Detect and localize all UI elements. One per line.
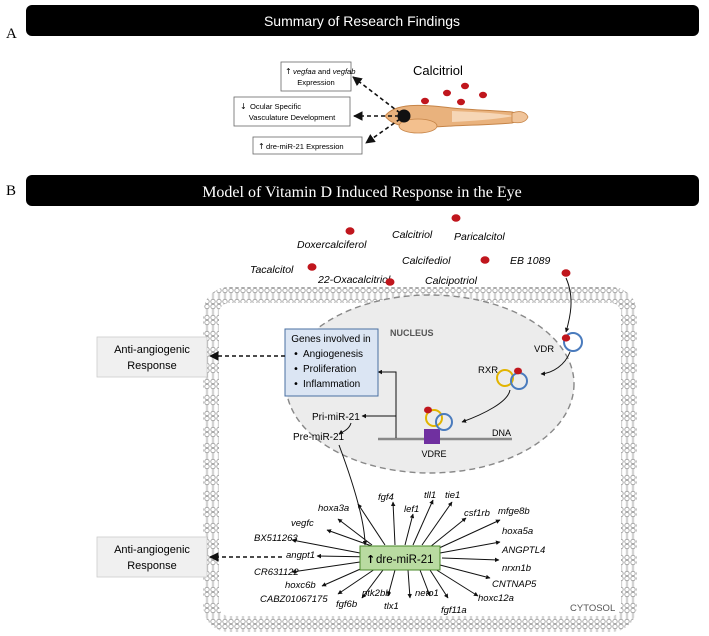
target-nrxn1b: nrxn1b	[502, 563, 531, 574]
target-tll1: tll1	[424, 490, 436, 501]
target-tie1: tie1	[445, 490, 460, 501]
pre-mir-to-mature-arrow	[338, 444, 368, 546]
panel-b-letter: B	[6, 183, 16, 199]
ligand-calcitriol: Calcitriol	[392, 229, 433, 241]
target-cr631122: CR631122	[254, 567, 299, 578]
target-hoxc12a: hoxc12a	[478, 593, 514, 604]
target-mfge8b: mfge8b	[498, 506, 530, 517]
vdr-label: VDR	[534, 344, 554, 355]
ligand-calcipotriol: Calcipotriol	[425, 275, 478, 287]
down-arrow-icon: ↓	[240, 102, 247, 111]
calcitriol-label: Calcitriol	[413, 63, 463, 78]
panel-b-title-bar	[26, 175, 699, 206]
panel-a-title-bar	[26, 5, 699, 36]
dre-mir-21-label: dre-miR-21	[376, 554, 434, 566]
rxr-label: RXR	[478, 365, 498, 376]
ligand-doxercalciferol: Doxercalciferol	[297, 239, 367, 251]
target-gene-labels: hoxa3a fgf4 lef1 tll1 tie1 csf1rb mfge8b…	[254, 490, 545, 616]
ligand-paricalcitol: Paricalcitol	[454, 231, 505, 243]
genes-box-item-angiogenesis: Angiogenesis	[303, 349, 363, 360]
finding-ocular-line2: Vasculature Development	[249, 113, 336, 122]
up-arrow-icon: ↑	[366, 553, 375, 566]
response-top-line1: Anti-angiogenic	[114, 344, 190, 356]
arrow-to-vegf	[352, 76, 401, 114]
cell-membrane	[203, 287, 637, 632]
heterodimer-to-dna-arrow	[461, 389, 511, 423]
vdre-element	[424, 429, 440, 444]
zebrafish-eye	[397, 109, 411, 123]
target-fgf6b: fgf6b	[336, 599, 357, 610]
genes-box-item-inflammation: Inflammation	[303, 379, 360, 390]
pre-mir-21-label: Pre-miR-21	[293, 432, 345, 443]
ligand-entry-arrow	[564, 277, 572, 333]
vdre-label: VDRE	[421, 449, 446, 459]
genes-involved-box: Genes involved in • Angiogenesis • Proli…	[284, 328, 379, 397]
target-angpt1: angpt1	[286, 550, 315, 561]
target-lef1: lef1	[404, 504, 419, 515]
bullet-icon: •	[293, 364, 299, 375]
target-csf1rb: csf1rb	[464, 508, 490, 519]
zebrafish-larva-image	[384, 104, 529, 134]
bound-receptor-complex	[424, 406, 453, 431]
dna-to-primir-arrow	[361, 413, 397, 438]
target-arrows	[291, 499, 501, 599]
vdr-to-rxr-arrow	[540, 351, 571, 376]
target-tlx1: tlx1	[384, 601, 399, 612]
svg-text:vegfaa and vegfab: vegfaa and vegfab	[293, 67, 356, 76]
finding-mir-label: dre-miR-21 Expression	[266, 142, 344, 151]
target-ptk2bb: ptk2bb	[361, 588, 391, 599]
ligand-labels: Calcitriol Paricalcitol Doxercalciferol …	[250, 229, 550, 287]
finding-vegf-box: ↑ vegfaa and vegfab Expression	[280, 61, 356, 92]
panel-a-letter: A	[6, 26, 17, 42]
dre-mir-21-box: ↑ dre-miR-21	[359, 545, 441, 571]
panel-b-title: Model of Vitamin D Induced Response in t…	[202, 184, 522, 201]
panel-a: A Summary of Research Findings Calcitrio…	[6, 5, 699, 155]
response-box-top: Anti-angiogenic Response	[96, 336, 208, 378]
bullet-icon: •	[293, 379, 299, 390]
ligand-molecules	[307, 214, 571, 286]
target-hoxa5a: hoxa5a	[502, 526, 533, 537]
vdr-complex	[561, 332, 583, 352]
target-vegfc: vegfc	[291, 518, 314, 529]
response-box-bottom: Anti-angiogenic Response	[96, 536, 208, 578]
calcitriol-molecules	[421, 82, 487, 106]
rxr-vdr-heterodimer	[496, 367, 528, 390]
nucleus-label: NUCLEUS	[390, 328, 434, 338]
up-arrow-icon: ↑	[258, 142, 265, 151]
target-hoxa3a: hoxa3a	[318, 503, 349, 514]
finding-vegf-line2: Expression	[297, 78, 335, 87]
panel-b: B Model of Vitamin D Induced Response in…	[6, 175, 699, 632]
response-bottom-line1: Anti-angiogenic	[114, 544, 190, 556]
dna-label: DNA	[492, 428, 511, 438]
target-bx511263: BX511263	[254, 533, 298, 544]
target-cabz01067175: CABZ01067175	[260, 594, 328, 605]
ligand-22-oxacalcitriol: 22-Oxacalcitriol	[317, 274, 391, 286]
ligand-eb1089: EB 1089	[510, 255, 550, 267]
finding-ocular-box: ↓ Ocular Specific Vasculature Developmen…	[233, 96, 351, 127]
pri-to-pre-arrow	[338, 422, 352, 435]
up-arrow-icon: ↑	[285, 67, 292, 76]
target-fgf11a: fgf11a	[441, 605, 467, 616]
target-neto1: neto1	[415, 588, 439, 599]
bullet-icon: •	[293, 349, 299, 360]
target-cntnap5: CNTNAP5	[492, 579, 537, 590]
conj-and: and	[316, 67, 333, 76]
target-fgf4: fgf4	[378, 492, 394, 503]
panel-a-title: Summary of Research Findings	[264, 13, 460, 29]
finding-mir-box: ↑ dre-miR-21 Expression	[252, 136, 363, 155]
pri-mir-21-label: Pri-miR-21	[312, 412, 360, 423]
response-bottom-line2: Response	[127, 560, 177, 572]
genes-box-item-proliferation: Proliferation	[303, 364, 356, 375]
finding-ocular-line1: Ocular Specific	[250, 102, 301, 111]
response-top-line2: Response	[127, 360, 177, 372]
gene-vegfab: vegfab	[333, 67, 356, 76]
target-angptl4: ANGPTL4	[501, 545, 545, 556]
gene-vegfaa: vegfaa	[293, 67, 316, 76]
ligand-tacalcitol: Tacalcitol	[250, 264, 294, 276]
genes-box-title: Genes involved in	[291, 334, 371, 345]
ligand-calcifediol: Calcifediol	[402, 255, 451, 267]
target-hoxc6b: hoxc6b	[285, 580, 316, 591]
cytosol-label: CYTOSOL	[570, 603, 615, 614]
